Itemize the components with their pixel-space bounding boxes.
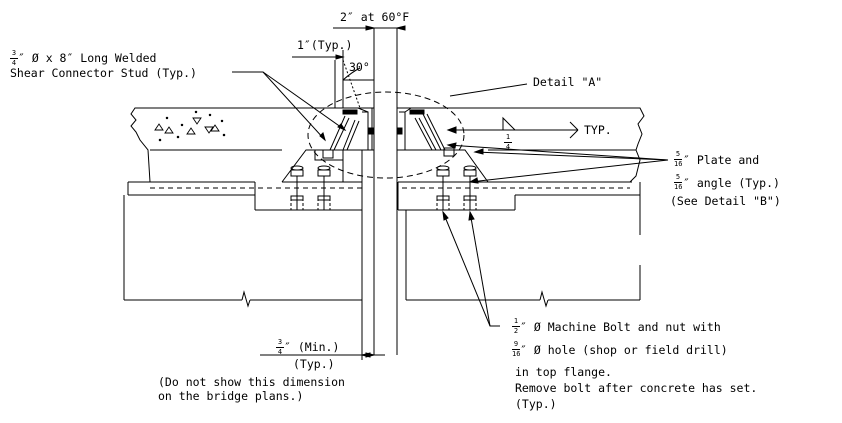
gap-dimension-label: 2″ at 60°F: [340, 10, 410, 24]
bolt-label-line2: ″ Ø hole (shop or field drill): [520, 343, 728, 357]
detail-a-circle: [307, 91, 465, 179]
left-girder: [123, 181, 363, 308]
right-dam-angle: [396, 107, 455, 157]
note-line2: on the bridge plans.): [158, 389, 304, 403]
right-slab-outline: [397, 107, 645, 183]
gap-arrow-left: [365, 25, 375, 31]
edge-typ-label: 1″(Typ.): [297, 38, 353, 52]
bolt-label-line3: in top flange.: [515, 365, 612, 379]
bolt-label-line4: Remove bolt after concrete has set.: [515, 381, 758, 395]
min-dimension-label: ″ (Min.): [284, 340, 340, 354]
bolt-leader: [442, 211, 500, 327]
right-bolts: [436, 165, 477, 210]
stud-label-line1: ″ Ø x 8″ Long Welded: [18, 51, 157, 65]
angle-label: 30°: [349, 60, 370, 74]
min-typ-label: (Typ.): [293, 357, 335, 371]
detail-a-label: Detail "A": [533, 75, 603, 89]
plate-leader-1: [447, 144, 669, 161]
angle-leader: [469, 159, 669, 183]
weld-typ-label: TYP.: [584, 123, 612, 137]
angle-typ-label: ″ angle (Typ.): [683, 176, 780, 190]
bolt-label-line1: ″ Ø Machine Bolt and nut with: [520, 320, 721, 334]
detail-a-leader: [449, 83, 528, 97]
bolt-label-line5: (Typ.): [515, 397, 557, 411]
weld-fillet: [502, 116, 516, 131]
concrete-aggregate-symbols: [154, 110, 226, 142]
left-bent-plate: [281, 149, 344, 183]
left-stud-1: [329, 115, 350, 151]
right-girder: [397, 181, 641, 308]
left-bolts: [290, 165, 331, 210]
note-line1: (Do not show this dimension: [158, 375, 345, 389]
gap-arrow-right: [396, 25, 406, 31]
angle-arc: [342, 67, 361, 81]
right-stud-2: [414, 117, 437, 151]
left-slab-outline: [130, 107, 374, 183]
right-stud-1: [422, 113, 446, 151]
see-detail-b-label: (See Detail "B"): [670, 194, 781, 208]
stud-label-line2: Shear Connector Stud (Typ.): [10, 66, 197, 80]
plate-label: ″ Plate and: [683, 153, 760, 167]
left-stud-2: [342, 119, 360, 151]
